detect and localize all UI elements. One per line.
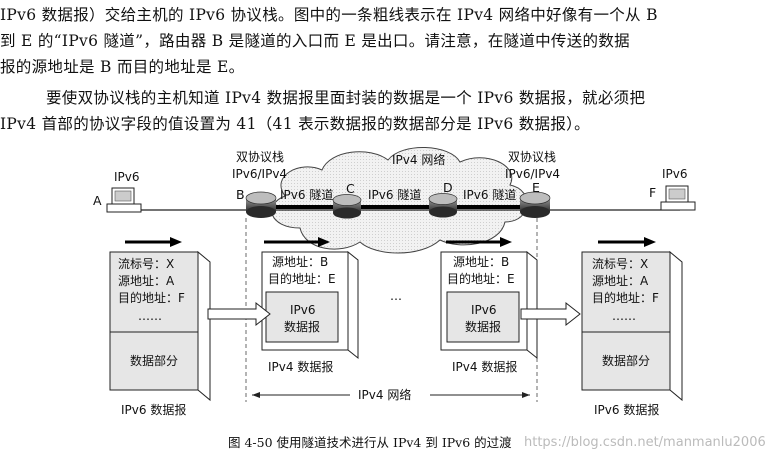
tunnel-left-inner-1: IPv6 (290, 303, 316, 317)
right-field-flow: 流标号：X (592, 257, 648, 271)
left-field-more: …… (138, 309, 162, 323)
router-b-top-label: 双协议栈 (236, 149, 284, 164)
right-field-more: …… (612, 309, 636, 323)
tunnel-right-dst: 目的地址：E (447, 271, 515, 286)
paragraph-1: IPv6 数据报）交给主机的 IPv6 协议栈。图中的一条粗线表示在 IPv4 … (0, 2, 767, 80)
encapsulate-arrow-icon (207, 301, 271, 327)
router-e-icon (519, 191, 551, 218)
decapsulate-arrow-icon (520, 301, 581, 327)
tunnel-ipv4-packet-right: 源地址：B 目的地址：E IPv6 数据报 (440, 250, 538, 360)
right-data-part: 数据部分 (602, 353, 650, 368)
arrow-right-icon (264, 237, 330, 247)
paragraph-2-line-1-text: 要使双协议栈的主机知道 IPv4 数据报里面封装的数据是一个 IPv6 数据报，… (46, 89, 646, 107)
arrow-right-icon (446, 237, 512, 247)
tunnel-left-dst: 目的地址：E (268, 271, 336, 286)
router-e-letter: E (532, 180, 540, 195)
tunnel-left-inner-2: 数据报 (284, 319, 320, 334)
left-packet-caption: IPv6 数据报 (121, 402, 186, 417)
host-a-label: IPv6 (114, 170, 140, 184)
right-ipv6-packet: 流标号：X 源地址：A 目的地址：F …… 数据部分 (581, 250, 683, 402)
tunnel-label-left: IPv6 隧道 (280, 187, 333, 202)
tunnel-right-src: 源地址：B (453, 255, 509, 269)
router-d-icon (428, 193, 458, 218)
router-b-letter: B (236, 187, 245, 202)
paragraph-2-line-2: IPv4 首部的协议字段的值设置为 41（41 表示数据报的数据部分是 IPv6… (0, 115, 590, 133)
host-a-computer-icon (106, 187, 142, 213)
tunnel-left-caption: IPv4 数据报 (268, 359, 333, 374)
tunnel-label-mid: IPv6 隧道 (368, 187, 421, 202)
right-field-dst: 目的地址：F (592, 290, 659, 305)
host-f-label: IPv6 (662, 167, 688, 181)
left-ipv6-packet: 流标号：X 源地址：A 目的地址：F …… 数据部分 (109, 250, 211, 402)
span-label: IPv4 网络 (358, 387, 411, 402)
arrow-right-icon (598, 237, 656, 247)
paragraph-1-line-3: 报的源地址是 B 而目的地址是 E。 (0, 58, 245, 76)
right-field-src: 源地址：A (592, 274, 649, 288)
left-field-dst: 目的地址：F (118, 290, 185, 305)
host-f-letter: F (649, 185, 656, 200)
left-data-part: 数据部分 (130, 353, 178, 368)
tunnel-ipv4-packet-left: 源地址：B 目的地址：E IPv6 数据报 (261, 250, 359, 360)
right-packet-caption: IPv6 数据报 (594, 402, 659, 417)
paragraph-2: 要使双协议栈的主机知道 IPv4 数据报里面封装的数据是一个 IPv6 数据报，… (0, 85, 767, 137)
router-e-top-label: 双协议栈 (508, 149, 556, 164)
arrow-right-icon (125, 237, 182, 247)
router-b-sub-label: IPv6/IPv4 (232, 167, 287, 181)
left-field-src: 源地址：A (118, 274, 175, 288)
figure-caption: 图 4-50 使用隧道技术进行从 IPv4 到 IPv6 的过渡 (228, 435, 512, 450)
tunnel-right-inner-2: 数据报 (465, 319, 501, 334)
router-d-letter: D (443, 180, 453, 195)
cloud-label: IPv4 网络 (392, 152, 445, 167)
ellipsis: … (390, 289, 402, 303)
paragraph-1-line-1: IPv6 数据报）交给主机的 IPv6 协议栈。图中的一条粗线表示在 IPv4 … (0, 6, 658, 24)
tunnel-right-caption: IPv4 数据报 (452, 359, 517, 374)
router-c-letter: C (346, 181, 355, 196)
span-label-bg (350, 386, 430, 402)
router-c-icon (332, 194, 362, 219)
left-field-flow: 流标号：X (118, 257, 174, 271)
ipv4-cloud (271, 147, 528, 254)
tunnel-right-inner-1: IPv6 (471, 303, 497, 317)
router-e-sub-label: IPv6/IPv4 (505, 167, 560, 181)
paragraph-2-line-1: 要使双协议栈的主机知道 IPv4 数据报里面封装的数据是一个 IPv6 数据报，… (0, 85, 767, 111)
host-a-letter: A (93, 193, 102, 208)
watermark: https://blog.csdn.net/manmanlu2006 (524, 435, 766, 450)
router-b-icon (245, 191, 277, 218)
paragraph-1-line-2: 到 E 的“IPv6 隧道”，路由器 B 是隧道的入口而 E 是出口。请注意，在… (0, 32, 630, 50)
tunnel-left-src: 源地址：B (272, 255, 328, 269)
tunnel-label-right: IPv6 隧道 (463, 187, 516, 202)
host-f-computer-icon (660, 185, 696, 211)
